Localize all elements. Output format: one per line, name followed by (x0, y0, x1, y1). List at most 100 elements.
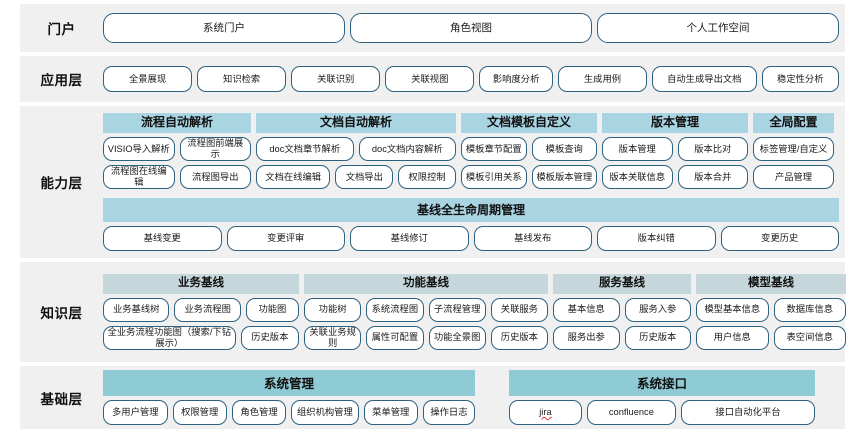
group-row-2: 关联业务规则 属性可配置 功能全景图 历史版本 (304, 325, 548, 350)
app-item-auto-export-doc[interactable]: 自动生成导出文档 (652, 66, 757, 92)
know-item-service-input-param[interactable]: 服务入参 (624, 297, 691, 322)
base-item-menu-mgmt[interactable]: 菜单管理 (363, 400, 418, 425)
cap-item-version-manage[interactable]: 版本管理 (602, 137, 673, 162)
portal-item-personal-workspace[interactable]: 个人工作空间 (597, 13, 839, 43)
capability-groups: 流程自动解析 VISIO导入解析 流程图前端展示 流程图在线编辑 流程图导出 文… (103, 112, 839, 190)
capability-group-doc-template: 文档模板自定义 模板章节配置 模板查询 模板引用关系 模板版本管理 (461, 112, 597, 190)
know-item-system-flow-chart[interactable]: 系统流程图 (366, 297, 424, 322)
cap-item-doc-chapter-parse[interactable]: doc文档章节解析 (256, 137, 354, 162)
know-item-attribute-configurable[interactable]: 属性可配置 (366, 325, 424, 350)
know-item-history-version[interactable]: 历史版本 (490, 325, 548, 350)
base-item-jira[interactable]: jira (509, 400, 582, 425)
base-item-role-mgmt[interactable]: 角色管理 (231, 400, 287, 425)
know-item-user-info[interactable]: 用户信息 (696, 325, 769, 350)
know-item-business-flow-chart[interactable]: 业务流程图 (174, 297, 241, 322)
base-item-org-structure-mgmt[interactable]: 组织机构管理 (291, 400, 359, 425)
lifecycle-item-version-correction[interactable]: 版本纠错 (597, 226, 716, 252)
app-item-stability-analysis[interactable]: 稳定性分析 (761, 66, 840, 92)
app-item-panorama[interactable]: 全景展现 (103, 66, 193, 92)
lifecycle-items-row: 基线变更 变更评审 基线修订 基线发布 版本纠错 变更历史 (103, 226, 839, 252)
layer-label-knowledge: 知识层 (40, 306, 83, 321)
knowledge-group-function-baseline: 功能基线 功能树 系统流程图 子流程管理 关联服务 关联业务规则 属性可配置 功… (304, 274, 548, 350)
foundation-column-system-mgmt: 系统管理 多用户管理 权限管理 角色管理 组织机构管理 菜单管理 操作日志 (103, 370, 475, 425)
group-row-2: 服务出参 历史版本 (553, 325, 691, 350)
cap-item-product-manage[interactable]: 产品管理 (753, 165, 834, 190)
know-item-tablespace-info[interactable]: 表空间信息 (773, 325, 846, 350)
cap-item-template-chapter-config[interactable]: 模板章节配置 (461, 137, 527, 162)
layer-portal: 门户 系统门户 角色视图 个人工作空间 (20, 4, 845, 52)
group-row-2: 模板引用关系 模板版本管理 (461, 165, 597, 190)
capability-group-version-mgmt: 版本管理 版本管理 版本比对 版本关联信息 版本合并 (602, 112, 748, 190)
app-item-knowledge-search[interactable]: 知识检索 (197, 66, 287, 92)
lifecycle-item-baseline-revise[interactable]: 基线修订 (350, 226, 469, 252)
cap-item-version-relation-info[interactable]: 版本关联信息 (602, 165, 673, 190)
cap-item-doc-export[interactable]: 文档导出 (335, 165, 394, 190)
base-item-interface-automation-platform[interactable]: 接口自动化平台 (680, 400, 815, 425)
base-item-multi-user-mgmt[interactable]: 多用户管理 (103, 400, 168, 425)
group-row-2: 文档在线编辑 文档导出 权限控制 (256, 165, 456, 190)
know-item-related-business-rule[interactable]: 关联业务规则 (304, 325, 362, 350)
lifecycle-item-change-review[interactable]: 变更评审 (226, 226, 345, 252)
cap-item-template-version-mgmt[interactable]: 模板版本管理 (531, 165, 597, 190)
portal-item-system-portal[interactable]: 系统门户 (103, 13, 345, 43)
know-item-subprocess-mgmt[interactable]: 子流程管理 (428, 297, 486, 322)
group-row-1: doc文档章节解析 doc文档内容解析 (256, 137, 456, 162)
cap-item-permission-control[interactable]: 权限控制 (398, 165, 456, 190)
know-item-history-version[interactable]: 历史版本 (624, 325, 691, 350)
know-item-function-tree[interactable]: 功能树 (304, 297, 362, 322)
cap-item-template-query[interactable]: 模板查询 (531, 137, 597, 162)
base-item-confluence[interactable]: confluence (586, 400, 676, 425)
foundation-column-system-interface: 系统接口 jira confluence 接口自动化平台 (509, 370, 815, 425)
group-title-service-baseline: 服务基线 (553, 274, 691, 294)
cap-item-version-compare[interactable]: 版本比对 (677, 137, 748, 162)
cap-item-tag-manage-custom[interactable]: 标签管理/自定义 (753, 137, 834, 162)
cap-item-doc-online-edit[interactable]: 文档在线编辑 (256, 165, 331, 190)
capability-lifecycle: 基线全生命周期管理 基线变更 变更评审 基线修订 基线发布 版本纠错 变更历史 (103, 198, 839, 252)
group-row-1: 模型基本信息 数据库信息 (696, 297, 846, 322)
group-row-1: 基本信息 服务入参 (553, 297, 691, 322)
cap-item-doc-content-parse[interactable]: doc文档内容解析 (358, 137, 456, 162)
cap-item-flow-online-edit[interactable]: 流程图在线编辑 (103, 165, 175, 190)
cap-item-version-merge[interactable]: 版本合并 (677, 165, 748, 190)
know-item-database-info[interactable]: 数据库信息 (773, 297, 846, 322)
app-item-impact-analysis[interactable]: 影响度分析 (479, 66, 553, 92)
app-item-relation-view[interactable]: 关联视图 (385, 66, 475, 92)
cap-item-flow-export[interactable]: 流程图导出 (179, 165, 251, 190)
layer-label-foundation: 基础层 (40, 391, 83, 407)
know-item-business-baseline-tree[interactable]: 业务基线树 (103, 297, 170, 322)
know-item-history-version[interactable]: 历史版本 (240, 325, 299, 350)
group-row-1: 版本管理 版本比对 (602, 137, 748, 162)
know-item-basic-info[interactable]: 基本信息 (553, 297, 620, 322)
capability-group-doc-parse: 文档自动解析 doc文档章节解析 doc文档内容解析 文档在线编辑 文档导出 权… (256, 112, 456, 190)
know-item-related-service[interactable]: 关联服务 (490, 297, 548, 322)
group-row-1: 业务基线树 业务流程图 功能图 (103, 297, 299, 322)
lifecycle-item-change-history[interactable]: 变更历史 (720, 226, 839, 252)
lifecycle-item-baseline-release[interactable]: 基线发布 (473, 226, 592, 252)
layer-application: 应用层 全景展现 知识检索 关联识别 关联视图 影响度分析 生成用例 自动生成导… (20, 56, 845, 102)
foundation-items-row: jira confluence 接口自动化平台 (509, 400, 815, 425)
lifecycle-item-baseline-change[interactable]: 基线变更 (103, 226, 222, 252)
cap-item-flow-frontend-display[interactable]: 流程图前端展示 (179, 137, 251, 162)
foundation-items-row: 多用户管理 权限管理 角色管理 组织机构管理 菜单管理 操作日志 (103, 400, 475, 425)
cap-item-template-reference[interactable]: 模板引用关系 (461, 165, 527, 190)
knowledge-group-model-baseline: 模型基线 模型基本信息 数据库信息 用户信息 表空间信息 (696, 274, 846, 350)
know-item-function-chart[interactable]: 功能图 (245, 297, 299, 322)
group-title-process-parse: 流程自动解析 (103, 112, 251, 134)
app-item-generate-case[interactable]: 生成用例 (557, 66, 648, 92)
base-item-permission-mgmt[interactable]: 权限管理 (172, 400, 227, 425)
layer-knowledge: 知识层 业务基线 业务基线树 业务流程图 功能图 全业务流程功能图（搜索/下钻展… (20, 262, 846, 362)
foundation-title-system-mgmt: 系统管理 (103, 370, 475, 396)
know-item-full-business-flow-function-chart[interactable]: 全业务流程功能图（搜索/下钻展示） (103, 325, 236, 350)
cap-item-visio-import-parse[interactable]: VISIO导入解析 (103, 137, 175, 162)
know-item-function-panorama[interactable]: 功能全景图 (428, 325, 486, 350)
app-item-relation-recognition[interactable]: 关联识别 (291, 66, 381, 92)
know-item-model-basic-info[interactable]: 模型基本信息 (696, 297, 769, 322)
lifecycle-title: 基线全生命周期管理 (103, 198, 839, 223)
group-row-1: 标签管理/自定义 (753, 137, 834, 162)
group-row-2: 版本关联信息 版本合并 (602, 165, 748, 190)
know-item-service-output-param[interactable]: 服务出参 (553, 325, 620, 350)
portal-item-role-view[interactable]: 角色视图 (350, 13, 592, 43)
base-item-operation-log[interactable]: 操作日志 (422, 400, 475, 425)
foundation-columns: 系统管理 多用户管理 权限管理 角色管理 组织机构管理 菜单管理 操作日志 系统… (103, 370, 839, 425)
